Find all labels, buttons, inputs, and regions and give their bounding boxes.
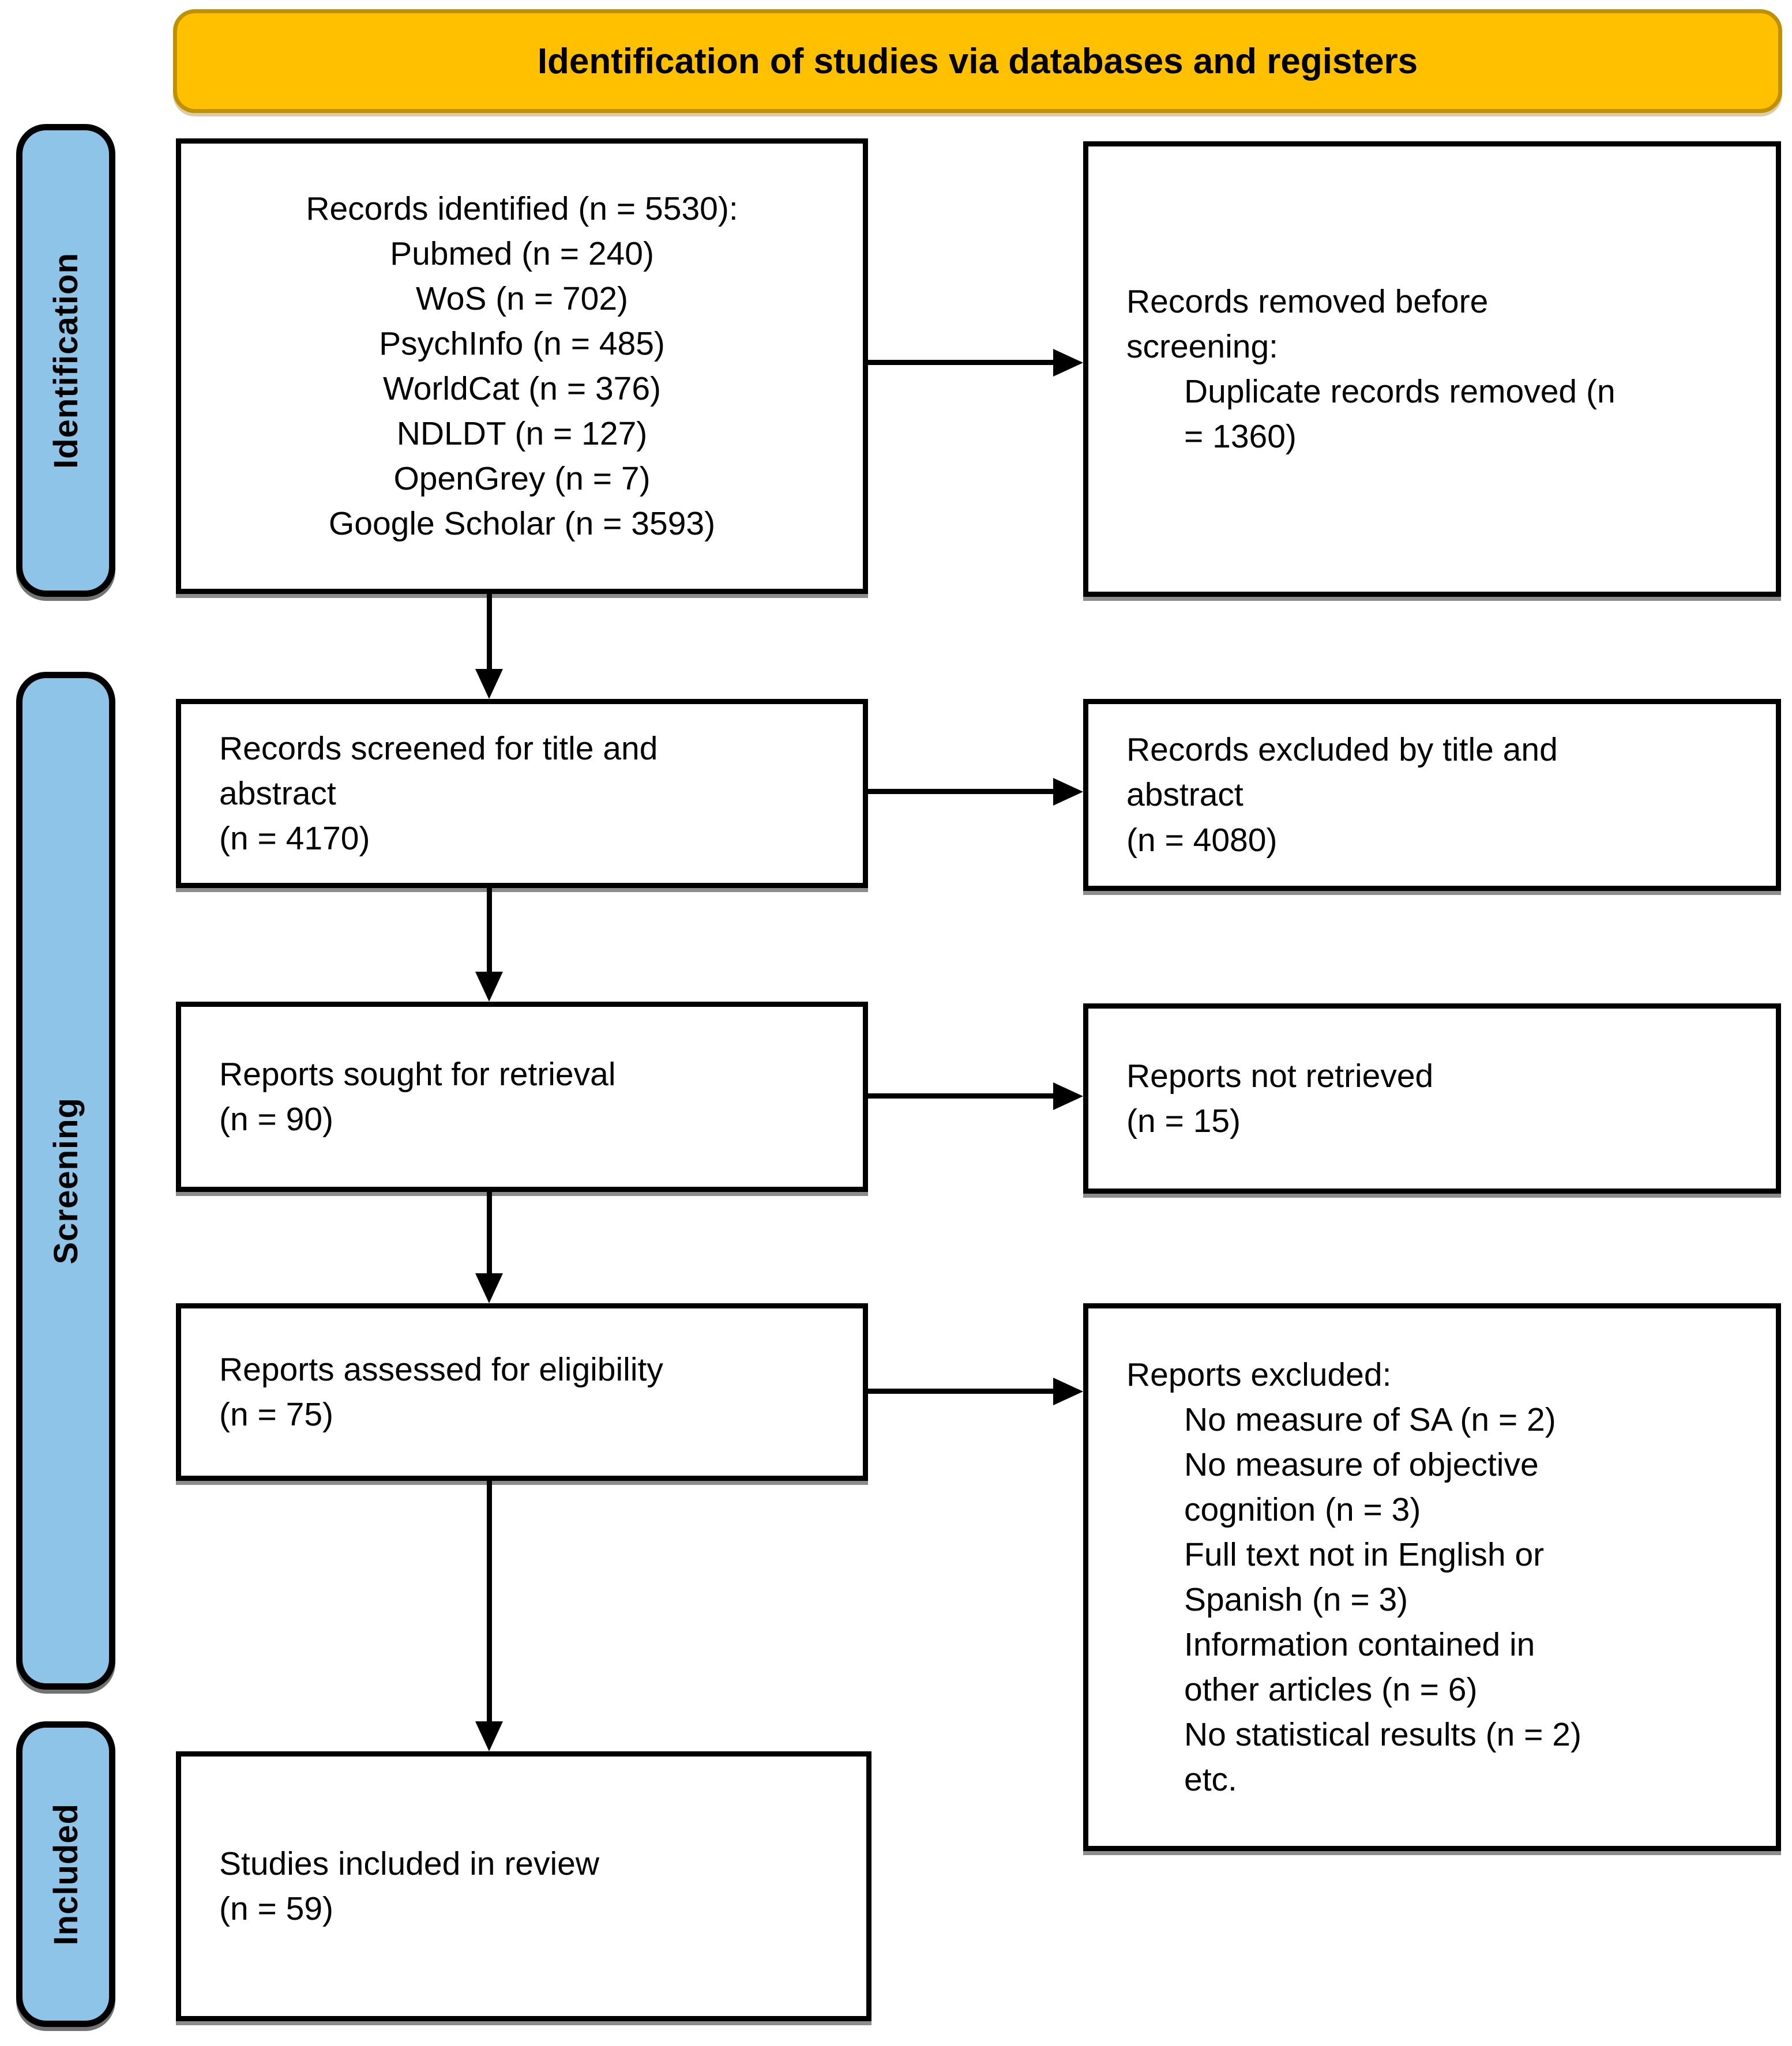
arrow-assessed-to-included-head-icon	[475, 1721, 503, 1751]
records-excluded-line: abstract	[1126, 776, 1243, 814]
reports-assessed-count: (n = 75)	[219, 1396, 334, 1433]
arrow-identified-to-screened-line	[487, 594, 492, 675]
records-identified-line: OpenGrey (n = 7)	[393, 460, 651, 498]
records-screened-line: abstract	[219, 774, 336, 812]
reports-not-retrieved-count: (n = 15)	[1126, 1103, 1241, 1139]
box-records-excluded-title-abstract: Records excluded by title and abstract (…	[1083, 699, 1781, 891]
arrow-screened-to-sought-head-icon	[475, 972, 503, 1002]
records-screened-count: (n = 4170)	[219, 820, 370, 857]
reports-not-retrieved-line: Reports not retrieved	[1126, 1057, 1434, 1095]
box-records-removed: Records removed before screening: Duplic…	[1083, 141, 1781, 597]
reports-excluded-reason: No measure of objective	[1184, 1446, 1539, 1483]
arrow-assessed-to-included-line	[487, 1481, 492, 1726]
reports-excluded-reason: cognition (n = 3)	[1184, 1491, 1421, 1528]
records-removed-duplicates-line: Duplicate records removed (n	[1184, 373, 1616, 410]
reports-excluded-reason: Full text not in English or	[1184, 1536, 1545, 1573]
studies-included-count: (n = 59)	[219, 1890, 334, 1927]
stage-screening: Screening	[16, 672, 115, 1690]
records-excluded-count: (n = 4080)	[1126, 821, 1278, 859]
stage-included-label: Included	[47, 1803, 85, 1946]
arrow-screened-to-sought-line	[487, 888, 492, 977]
records-screened-line: Records screened for title and	[219, 729, 658, 767]
box-records-identified: Records identified (n = 5530): Pubmed (n…	[176, 138, 868, 594]
arrow-identified-to-screened-head-icon	[475, 669, 503, 699]
records-identified-line: Records identified (n = 5530):	[306, 190, 738, 227]
arrow-screened-to-excluded-line	[868, 789, 1058, 794]
records-removed-line: Records removed before	[1126, 283, 1489, 320]
reports-sought-count: (n = 90)	[219, 1101, 334, 1138]
arrow-sought-to-not-retrieved-line	[868, 1093, 1058, 1099]
stage-identification: Identification	[16, 124, 115, 597]
records-identified-line: WorldCat (n = 376)	[382, 370, 662, 407]
reports-excluded-reason: other articles (n = 6)	[1184, 1671, 1478, 1709]
arrow-identified-to-removed-line	[868, 360, 1058, 365]
records-identified-line: Google Scholar (n = 3593)	[328, 505, 716, 543]
reports-sought-line: Reports sought for retrieval	[219, 1055, 616, 1093]
box-reports-sought: Reports sought for retrieval (n = 90)	[176, 1002, 868, 1192]
reports-excluded-reason: Spanish (n = 3)	[1184, 1581, 1408, 1618]
reports-excluded-heading: Reports excluded:	[1126, 1356, 1392, 1393]
stage-included: Included	[16, 1721, 115, 2027]
records-identified-line: WoS (n = 702)	[415, 280, 629, 317]
reports-excluded-reason: Information contained in	[1184, 1626, 1535, 1664]
arrow-identified-to-removed-head-icon	[1053, 349, 1083, 377]
arrow-sought-to-not-retrieved-head-icon	[1053, 1082, 1083, 1110]
reports-assessed-line: Reports assessed for eligibility	[219, 1351, 663, 1388]
reports-excluded-reason: etc.	[1184, 1761, 1237, 1799]
records-identified-line: Pubmed (n = 240)	[390, 235, 654, 272]
stage-screening-label: Screening	[47, 1097, 85, 1265]
arrow-assessed-to-reports-excluded-line	[868, 1389, 1058, 1394]
box-records-screened: Records screened for title and abstract …	[176, 699, 868, 888]
records-excluded-line: Records excluded by title and	[1126, 731, 1558, 769]
records-identified-line: PsychInfo (n = 485)	[379, 325, 665, 362]
studies-included-line: Studies included in review	[219, 1845, 600, 1882]
box-reports-not-retrieved: Reports not retrieved (n = 15)	[1083, 1003, 1781, 1194]
arrow-sought-to-assessed-line	[487, 1192, 492, 1278]
reports-excluded-reason: No statistical results (n = 2)	[1184, 1716, 1581, 1754]
records-identified-line: NDLDT (n = 127)	[396, 415, 648, 453]
arrow-sought-to-assessed-head-icon	[475, 1273, 503, 1303]
banner-identification-via-databases: Identification of studies via databases …	[173, 9, 1782, 113]
records-removed-line: screening:	[1126, 328, 1278, 365]
reports-excluded-reason: No measure of SA (n = 2)	[1184, 1401, 1556, 1438]
box-reports-excluded: Reports excluded: No measure of SA (n = …	[1083, 1303, 1781, 1851]
records-removed-duplicates-line: = 1360)	[1184, 418, 1297, 456]
banner-title: Identification of studies via databases …	[537, 41, 1418, 81]
arrow-screened-to-excluded-head-icon	[1053, 778, 1083, 806]
stage-identification-label: Identification	[47, 252, 85, 469]
arrow-assessed-to-reports-excluded-head-icon	[1053, 1378, 1083, 1405]
box-reports-assessed: Reports assessed for eligibility (n = 75…	[176, 1303, 868, 1481]
box-studies-included: Studies included in review (n = 59)	[176, 1751, 871, 2021]
